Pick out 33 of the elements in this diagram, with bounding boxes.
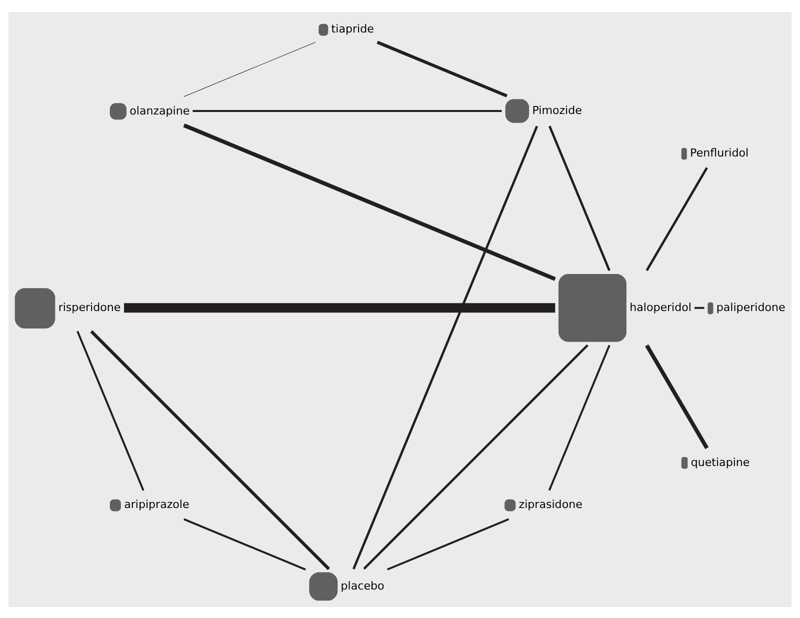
node-label: placebo <box>340 578 384 592</box>
connector <box>548 125 610 270</box>
node-label: paliperidone <box>716 300 786 314</box>
node-box <box>681 147 687 160</box>
connector <box>376 40 508 97</box>
connector <box>184 41 316 96</box>
connector <box>76 330 144 490</box>
connector <box>363 344 588 570</box>
connector <box>192 109 502 112</box>
connector <box>184 518 306 570</box>
node-label: aripiprazole <box>124 498 190 511</box>
node-label: quetiapine <box>690 455 750 468</box>
node-label: Pimozide <box>532 103 582 116</box>
connector <box>90 330 330 570</box>
node-box <box>681 456 688 468</box>
node-label: risperidone <box>58 300 121 314</box>
connector <box>645 344 709 449</box>
node-label: ziprasidone <box>518 498 582 511</box>
connector <box>694 306 704 308</box>
node-label: Penfluridol <box>690 146 749 160</box>
connector <box>183 122 556 280</box>
connector <box>646 166 708 271</box>
node-label: olanzapine <box>130 104 190 117</box>
connector <box>352 125 538 569</box>
node-box <box>708 302 714 314</box>
node-box <box>558 273 626 342</box>
node-label: haloperidol <box>630 300 692 314</box>
connector <box>386 518 510 570</box>
node-box <box>318 23 328 36</box>
node-label: tiapride <box>331 22 374 36</box>
node-box <box>14 288 56 328</box>
connector <box>548 344 610 490</box>
connector <box>124 302 556 312</box>
